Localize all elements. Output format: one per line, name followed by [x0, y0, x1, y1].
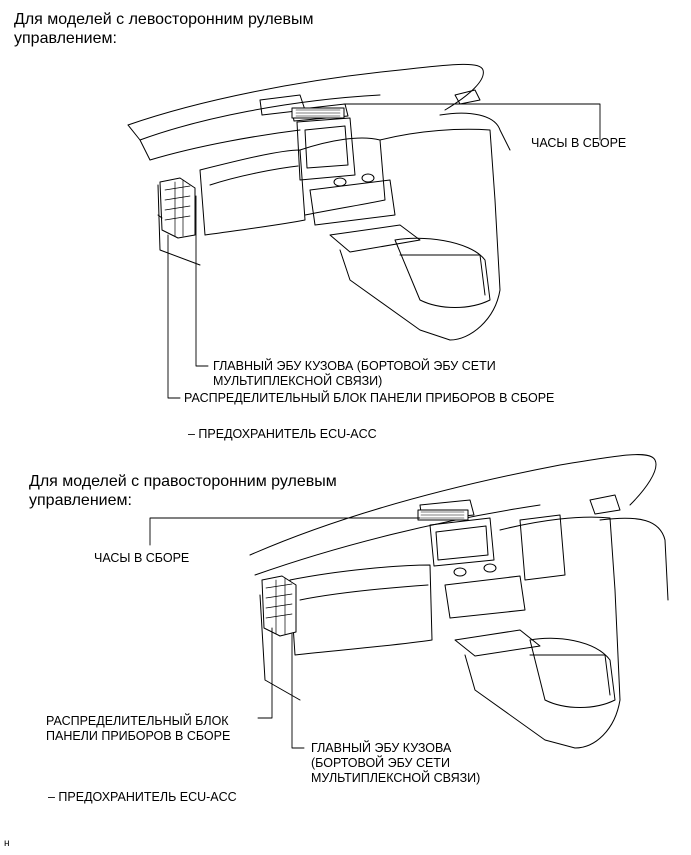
lhd-heading-line2: управлением: [14, 30, 117, 47]
rhd-body-ecu-label: ГЛАВНЫЙ ЭБУ КУЗОВА (БОРТОВОЙ ЭБУ СЕТИ МУ… [311, 741, 480, 786]
figure-code: н [4, 838, 10, 849]
rhd-body-ecu-line2: (БОРТОВОЙ ЭБУ СЕТИ [311, 756, 450, 770]
rhd-fuse-label: – ПРЕДОХРАНИТЕЛЬ ECU-ACC [48, 790, 237, 804]
rhd-junction-block-line1: РАСПРЕДЕЛИТЕЛЬНЫЙ БЛОК [46, 714, 229, 728]
rhd-heading: Для моделей с правосторонним рулевым упр… [29, 472, 337, 510]
lhd-body-ecu-line2: МУЛЬТИПЛЕКСНОЙ СВЯЗИ) [213, 374, 383, 388]
rhd-dashboard-drawing [249, 454, 669, 749]
lhd-body-ecu-line1: ГЛАВНЫЙ ЭБУ КУЗОВА (БОРТОВОЙ ЭБУ СЕТИ [213, 359, 496, 373]
rhd-junction-block-line2: ПАНЕЛИ ПРИБОРОВ В СБОРЕ [46, 729, 231, 743]
lhd-clock-label: ЧАСЫ В СБОРЕ [531, 136, 627, 150]
lhd-heading-line1: Для моделей с левосторонним рулевым [14, 11, 314, 28]
lhd-dashboard-drawing [127, 63, 511, 341]
lhd-heading: Для моделей с левосторонним рулевым упра… [14, 10, 314, 48]
rhd-junction-block-label: РАСПРЕДЕЛИТЕЛЬНЫЙ БЛОК ПАНЕЛИ ПРИБОРОВ В… [46, 714, 230, 744]
rhd-leader-lines [149, 517, 421, 749]
rhd-body-ecu-line3: МУЛЬТИПЛЕКСНОЙ СВЯЗИ) [311, 771, 481, 785]
lhd-body-ecu-label: ГЛАВНЫЙ ЭБУ КУЗОВА (БОРТОВОЙ ЭБУ СЕТИ МУ… [213, 359, 496, 389]
lhd-fuse-label: – ПРЕДОХРАНИТЕЛЬ ECU-ACC [188, 427, 377, 441]
rhd-heading-line1: Для моделей с правосторонним рулевым [29, 473, 337, 490]
lhd-junction-block-label: РАСПРЕДЕЛИТЕЛЬНЫЙ БЛОК ПАНЕЛИ ПРИБОРОВ В… [184, 391, 555, 405]
rhd-heading-line2: управлением: [29, 492, 132, 509]
rhd-body-ecu-line1: ГЛАВНЫЙ ЭБУ КУЗОВА [311, 741, 452, 755]
rhd-clock-label: ЧАСЫ В СБОРЕ [94, 551, 190, 565]
lhd-leader-lines [167, 103, 601, 399]
